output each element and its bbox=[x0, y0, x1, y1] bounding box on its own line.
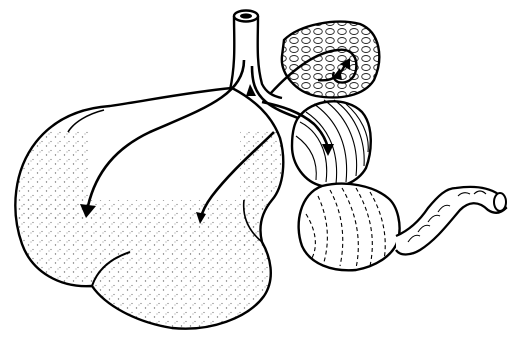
abomasum-icon bbox=[299, 184, 400, 271]
omasum-icon bbox=[292, 100, 371, 187]
intestine-icon bbox=[396, 187, 506, 255]
rumen-icon bbox=[0, 88, 300, 337]
esophagus-icon bbox=[230, 11, 282, 99]
reticulum-icon bbox=[282, 22, 379, 98]
